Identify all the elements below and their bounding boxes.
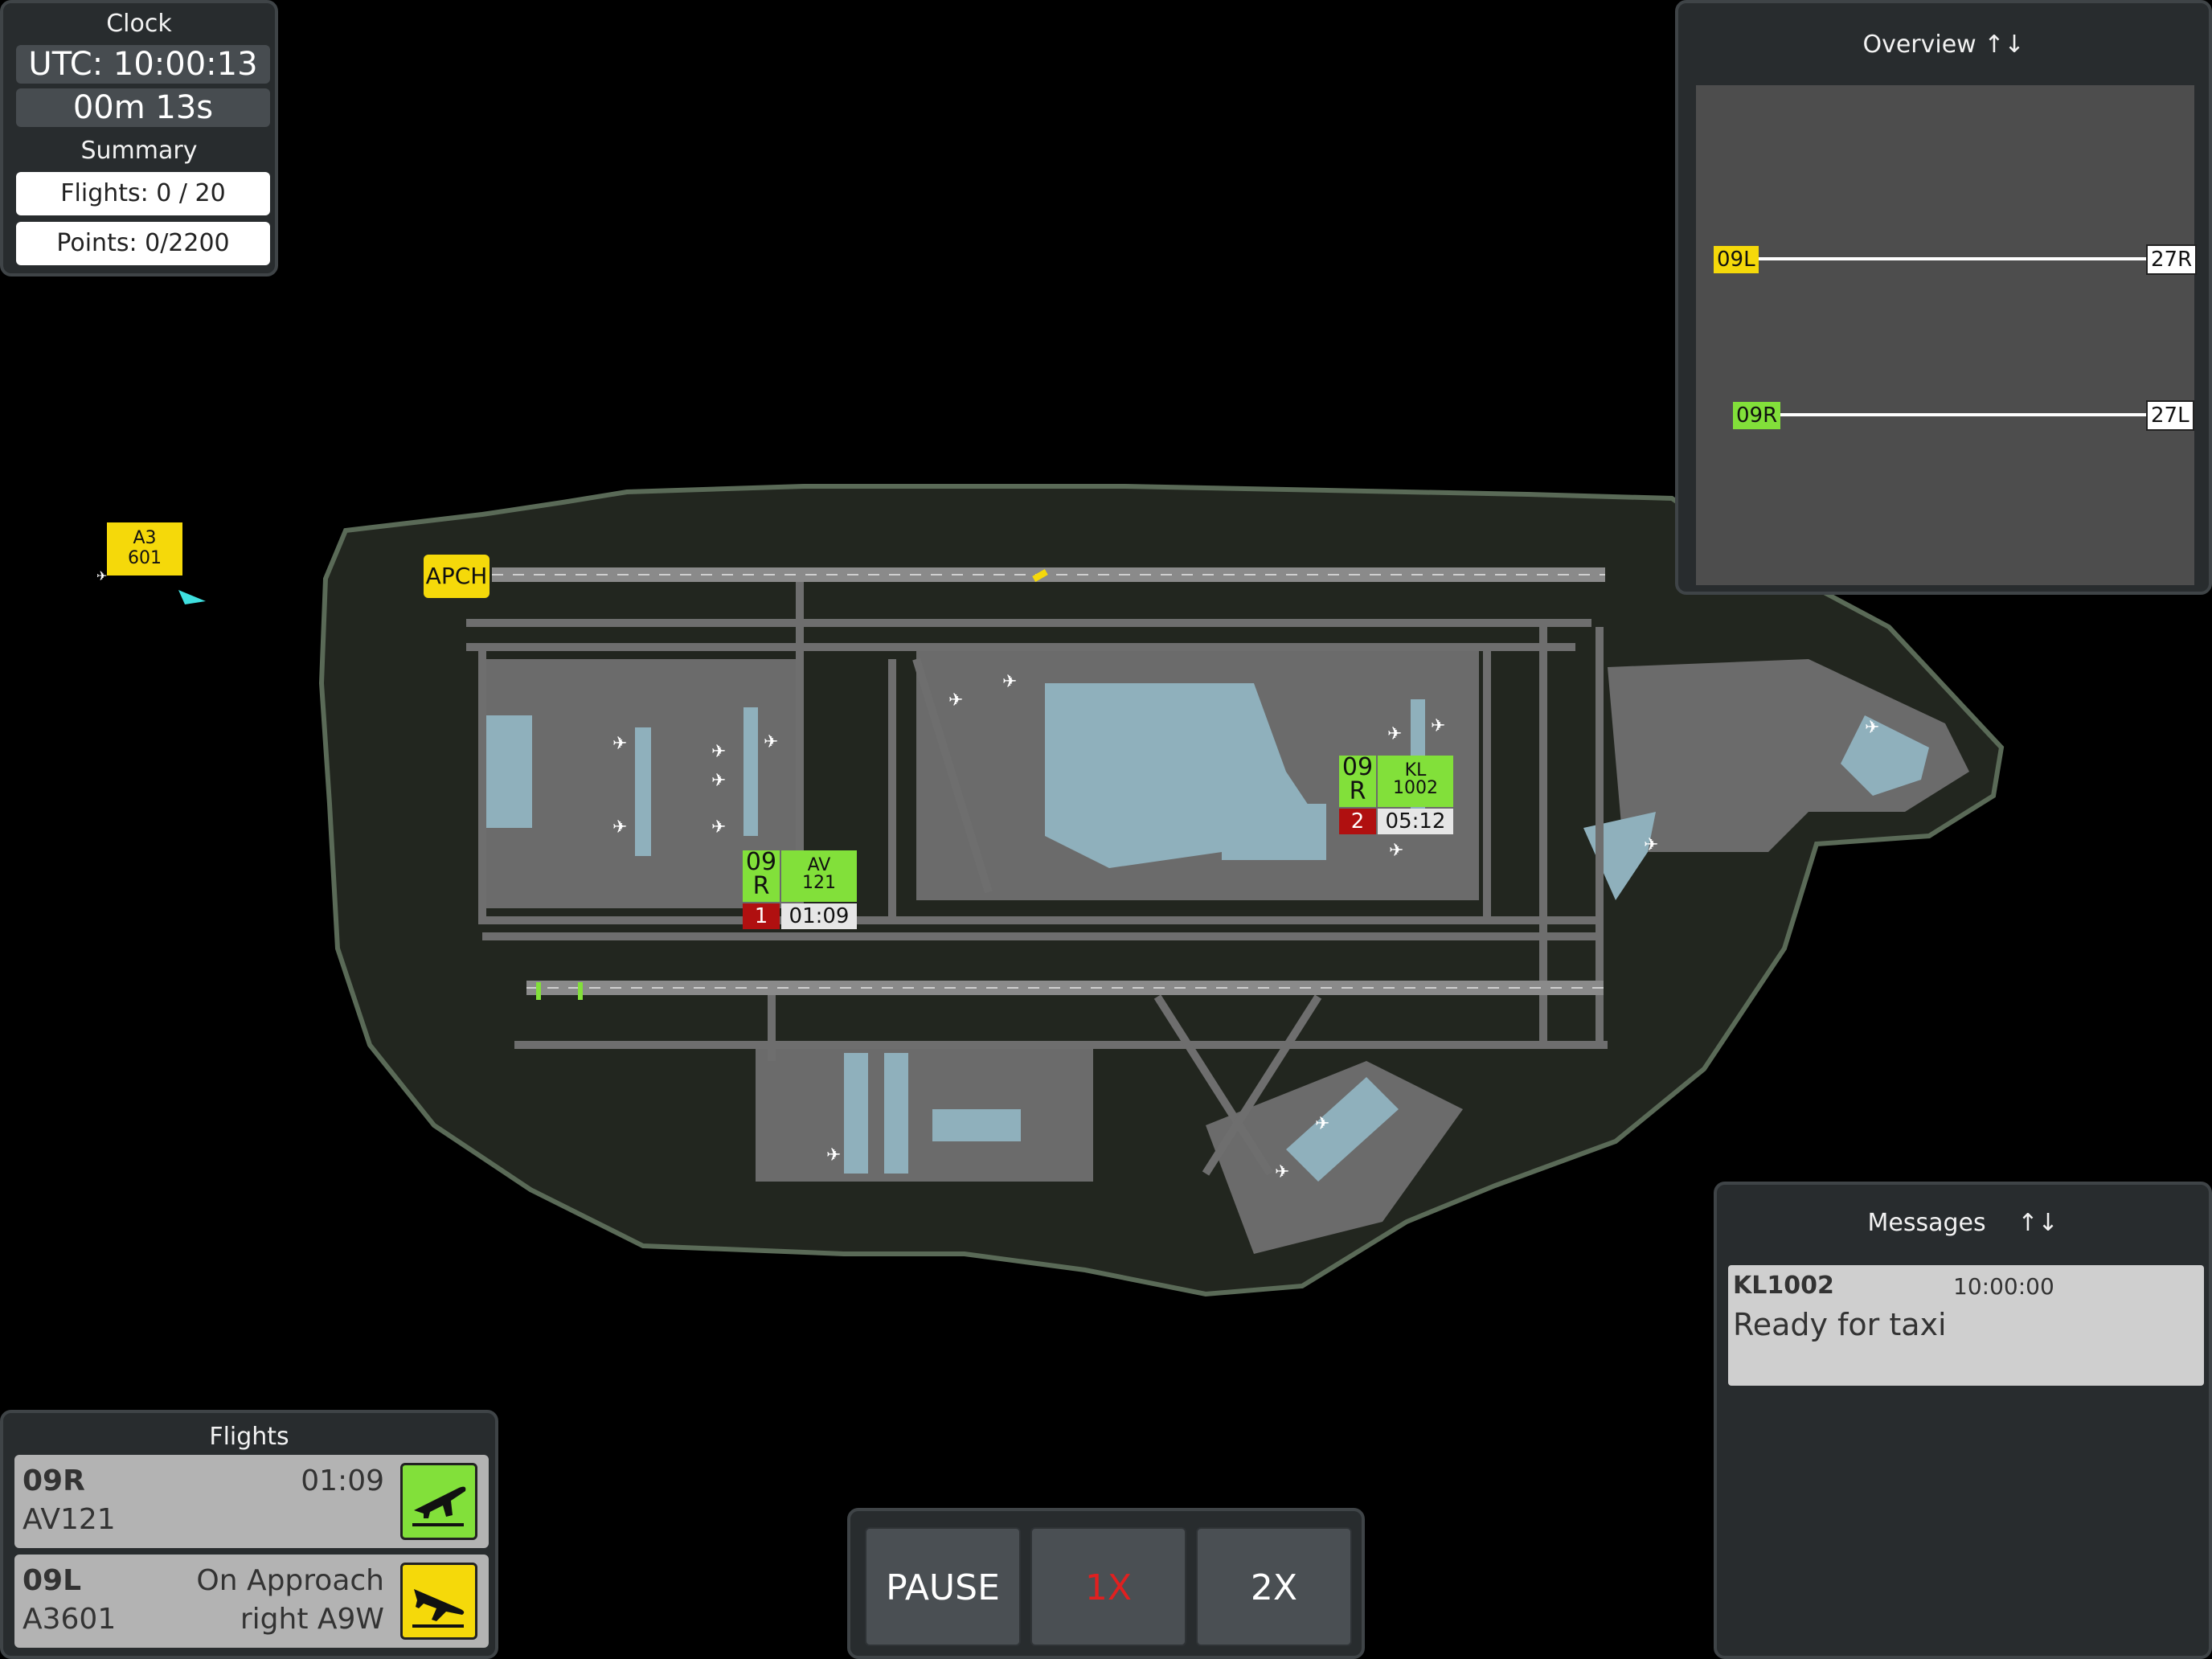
aircraft-icon: ✈ <box>711 817 726 838</box>
message-item[interactable]: KL1002 10:00:00 Ready for taxi <box>1728 1265 2204 1386</box>
terminal-building <box>1222 804 1326 860</box>
runway-09R-27L <box>526 981 1604 995</box>
runway-end-27L[interactable]: 27L <box>2146 400 2194 431</box>
apch-label[interactable]: APCH <box>424 555 490 598</box>
datablock-runway: 09 R <box>743 850 780 902</box>
message-time: 10:00:00 <box>1953 1273 2054 1300</box>
datablock-call-bottom: 1002 <box>1393 778 1438 798</box>
runway-09L-27R <box>492 567 1605 582</box>
flight-datablock-av121[interactable]: 09 R AV 121 1 01:09 <box>743 850 857 931</box>
terminal-building <box>932 1109 1021 1141</box>
pause-button[interactable]: PAUSE <box>865 1527 1021 1646</box>
flight-strip-a3601[interactable]: 09L A3601 On Approach right A9W <box>14 1555 489 1648</box>
flight-datablock-kl1002[interactable]: 09 R KL 1002 2 05:12 <box>1339 756 1453 836</box>
aircraft-icon: ✈ <box>764 732 778 752</box>
flights-title: Flights <box>209 1423 289 1451</box>
arrival-tag-line2: 601 <box>128 548 162 568</box>
aircraft-icon: ✈ <box>1644 835 1658 855</box>
runway-end-09L[interactable]: 09L <box>1714 246 1759 273</box>
aircraft-icon: ✈ <box>1315 1114 1329 1134</box>
flights-panel: Flights 09R AV121 01:09 09L A3601 On App… <box>0 1410 498 1659</box>
strip-status: On Approach <box>196 1564 384 1597</box>
terminal-building <box>1286 1077 1399 1182</box>
terminal-building <box>1841 715 1929 796</box>
datablock-seq: 2 <box>1339 809 1376 834</box>
points-count: Points: 0/2200 <box>16 222 270 265</box>
strip-runway: 09L <box>23 1564 82 1597</box>
datablock-runway-top: 09 <box>745 848 777 876</box>
datablock-callsign: AV 121 <box>781 850 857 902</box>
message-callsign: KL1002 <box>1733 1272 1834 1300</box>
datablock-call-top: KL <box>1404 760 1427 780</box>
speed-1x-button[interactable]: 1X <box>1030 1527 1186 1646</box>
elapsed-timer: 00m 13s <box>16 88 270 127</box>
clock-title: Clock <box>106 10 172 38</box>
datablock-runway: 09 R <box>1339 756 1376 807</box>
datablock-call-bottom: 121 <box>802 873 836 893</box>
terminal-building <box>482 715 532 828</box>
messages-header: Messages ↑↓ <box>1717 1209 2209 1237</box>
datablock-runway-top: 09 <box>1342 753 1374 781</box>
aircraft-icon: ✈ <box>711 771 726 791</box>
messages-panel: Messages ↑↓ KL1002 10:00:00 Ready for ta… <box>1714 1182 2212 1659</box>
terminal-building <box>635 727 651 856</box>
takeoff-icon[interactable] <box>400 1463 477 1540</box>
datablock-call-top: AV <box>807 855 831 875</box>
speed-controls: PAUSE 1X 2X <box>847 1508 1365 1659</box>
utc-clock: UTC: 10:00:13 <box>16 45 270 84</box>
clock-panel: Clock UTC: 10:00:13 00m 13s Summary Flig… <box>0 0 278 276</box>
flight-strip-av121[interactable]: 09R AV121 01:09 <box>14 1455 489 1548</box>
strip-route: right A9W <box>240 1603 384 1636</box>
runway-line-09L-27R <box>1743 257 2153 260</box>
datablock-seq: 1 <box>743 903 780 929</box>
aircraft-icon: ✈ <box>1275 1162 1289 1182</box>
summary-title: Summary <box>80 137 198 165</box>
flights-count: Flights: 0 / 20 <box>16 172 270 215</box>
terminal-building <box>844 1053 868 1174</box>
aircraft-icon: ✈ <box>1389 841 1403 861</box>
runway-end-09R[interactable]: 09R <box>1733 402 1781 429</box>
landing-icon[interactable] <box>400 1563 477 1640</box>
strip-callsign: AV121 <box>23 1503 116 1536</box>
datablock-time: 01:09 <box>781 903 857 929</box>
aircraft-icon: ✈ <box>826 1145 841 1165</box>
aircraft-icon: ✈ <box>711 742 726 762</box>
datablock-callsign: KL 1002 <box>1378 756 1453 807</box>
sort-icon[interactable]: ↑↓ <box>2017 1209 2058 1237</box>
datablock-time: 05:12 <box>1378 809 1453 834</box>
terminal-building <box>743 707 758 836</box>
datablock-runway-bottom: R <box>1349 777 1366 805</box>
strip-callsign: A3601 <box>23 1603 117 1636</box>
aircraft-icon: ✈ <box>1865 718 1879 738</box>
messages-title: Messages <box>1867 1209 1986 1237</box>
aircraft-icon: ✈ <box>1387 724 1402 744</box>
south-apron <box>756 1045 1093 1182</box>
runway-line-09R-27L <box>1760 413 2154 416</box>
holding-point-marker <box>1032 569 1048 582</box>
terminal-building <box>884 1053 908 1174</box>
strip-info: 01:09 <box>301 1464 384 1497</box>
aircraft-icon: ✈ <box>1431 716 1445 736</box>
east-apron <box>1608 659 1969 852</box>
runway-end-27R[interactable]: 27R <box>2146 244 2198 275</box>
overview-runway-diagram: 09L 27R 09R 27L <box>1696 85 2198 585</box>
aircraft-icon: ✈ <box>612 734 627 754</box>
message-text: Ready for taxi <box>1733 1307 1947 1342</box>
overview-title[interactable]: Overview ↑↓ <box>1862 31 2025 59</box>
arrival-aircraft-arrow <box>178 590 206 604</box>
arrival-flight-tag[interactable]: A3 601 <box>107 522 182 576</box>
aircraft-icon: ✈ <box>1002 672 1017 692</box>
aircraft-icon: ✈ <box>612 817 627 838</box>
aircraft-icon: ✈ <box>96 568 107 584</box>
stop-bar-marker <box>578 982 583 1000</box>
aircraft-icon: ✈ <box>948 690 963 711</box>
strip-runway: 09R <box>23 1464 85 1497</box>
overview-panel[interactable]: Overview ↑↓ 09L 27R 09R 27L <box>1675 0 2212 595</box>
speed-2x-button[interactable]: 2X <box>1196 1527 1352 1646</box>
stop-bar-marker <box>536 982 541 1000</box>
arrival-tag-line1: A3 <box>133 528 157 548</box>
datablock-runway-bottom: R <box>752 872 770 900</box>
